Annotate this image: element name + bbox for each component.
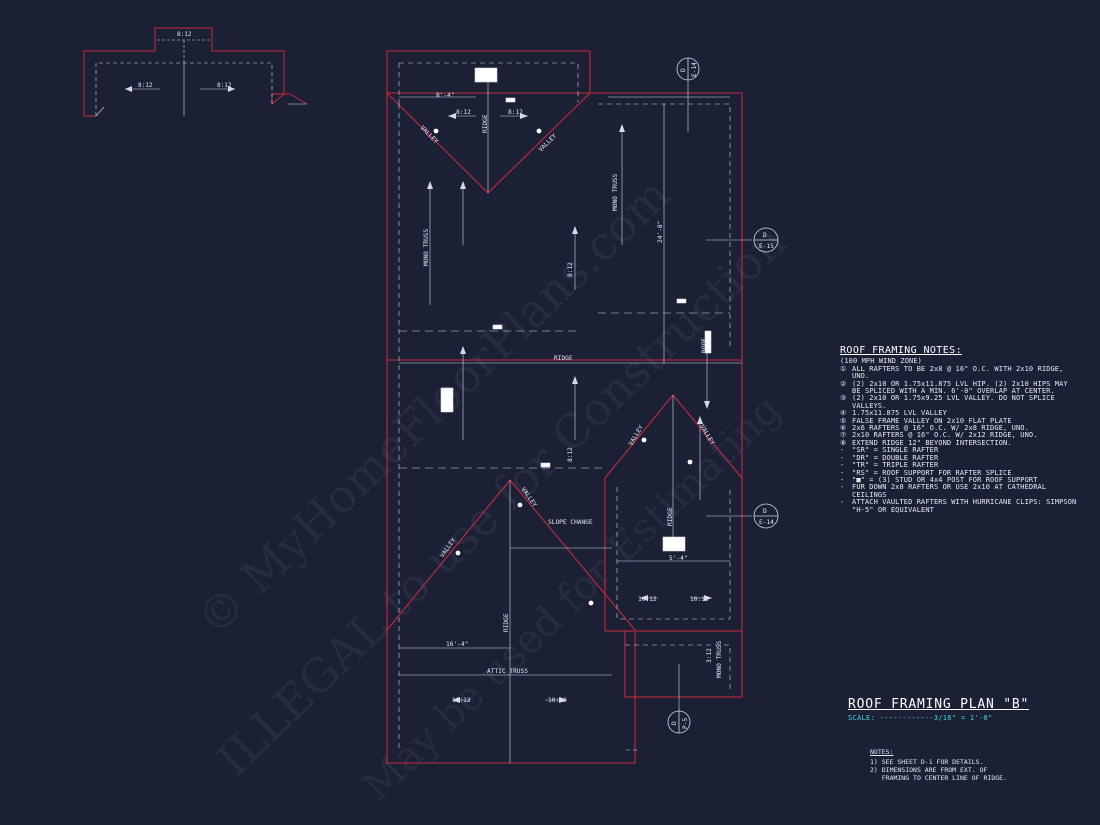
footnote-item: 2) DIMENSIONS ARE FROM EXT. OF — [870, 766, 988, 774]
svg-text:D: D — [763, 232, 767, 239]
detail-pitch-left: 8:12 — [138, 82, 153, 89]
framing-lines — [398, 62, 752, 763]
pitch-right-wing-left: 10:12 — [638, 596, 657, 603]
note-item: -"TR" = TRIPLE RAFTER — [840, 461, 939, 470]
svg-text:E-14: E-14 — [759, 519, 774, 526]
pitch-mono-lower: 3:12 — [706, 648, 713, 663]
attic-truss-label: ATTIC TRUSS — [487, 668, 528, 675]
note-item: ③(2) 2x10 OR 1.75x9.25 LVL VALLEY. DO NO… — [840, 394, 1055, 410]
footnote-item: FRAMING TO CENTER LINE OF RIDGE. — [870, 774, 1007, 782]
section-tag-1: D E-14 — [676, 57, 700, 81]
slope-change-label: SLOPE CHANGE — [548, 519, 593, 526]
dim-24-8: 24'-8" — [657, 221, 664, 243]
pitch-lower-right: 10:12 — [548, 697, 567, 704]
arrowheads — [125, 86, 712, 703]
title-block: ROOF FRAMING PLAN "B" SCALE: -----------… — [848, 697, 1029, 722]
ridge-upper: RIDGE — [482, 114, 489, 133]
mono-truss-left: MONO TRUSS — [423, 228, 430, 266]
valley-right-wing-right: VALLEY — [698, 424, 715, 447]
footnotes-title: NOTES: — [870, 748, 894, 756]
valley-upper-right: VALLEY — [537, 132, 558, 153]
roof-support-dots — [432, 127, 694, 607]
plan-labels: 8'-4" 8:12 8:12 RIDGE VALLEY VALLEY MONO… — [419, 92, 723, 704]
ridge-middle: RIDGE — [554, 355, 573, 362]
roof-framing-notes: ROOF FRAMING NOTES: (100 MPH WIND ZONE) … — [840, 345, 1080, 514]
footnotes: NOTES: 1) SEE SHEET D-1 FOR DETAILS. 2) … — [870, 748, 1007, 782]
pitch-lower-left: 10:12 — [452, 697, 471, 704]
plan-title: ROOF FRAMING PLAN "B" — [848, 697, 1030, 712]
svg-text:P-5: P-5 — [682, 718, 689, 729]
roof-label: ROOF — [701, 338, 708, 353]
detail-pitch-right: 8:12 — [217, 82, 232, 89]
roof-supports — [440, 67, 712, 552]
pitch-lower-mid: 8:12 — [567, 447, 574, 462]
note-item: -"SR" = SINGLE RAFTER — [840, 446, 939, 455]
dim-5-4: 5'-4" — [669, 555, 688, 562]
detail-elevation — [83, 27, 308, 117]
mono-truss-right: MONO TRUSS — [612, 173, 619, 211]
note-item: -"DR" = DOUBLE RAFTER — [840, 453, 939, 462]
svg-text:D: D — [671, 721, 678, 725]
svg-text:D: D — [680, 68, 687, 72]
note-item: -FUR DOWN 2x8 RAFTERS OR USE 2x10 AT CAT… — [840, 483, 1047, 499]
note-item: -"RS" = ROOF SUPPORT FOR RAFTER SPLICE — [840, 468, 1012, 477]
plan-scale: SCALE: ------------3/16" = 1'-0" — [848, 714, 993, 722]
section-tag-2: D E-15 — [753, 227, 779, 253]
roof-outline — [386, 50, 743, 764]
pitch-upper-left: 8:12 — [456, 109, 471, 116]
ridge-right-wing: RIDGE — [667, 507, 674, 526]
footnote-item: 1) SEE SHEET D-1 FOR DETAILS. — [870, 758, 984, 766]
mono-truss-lower: MONO TRUSS — [716, 640, 723, 678]
note-item: -"■" = (3) STUD OR 4x4 POST FOR ROOF SUP… — [840, 475, 1038, 484]
pitch-right-wing-right: 10:12 — [690, 596, 709, 603]
notes-subtitle: (100 MPH WIND ZONE) — [840, 357, 922, 366]
note-item: -ATTACH VAULTED RAFTERS WITH HURRICANE C… — [840, 498, 1077, 514]
valley-right-wing-left: VALLEY — [628, 424, 645, 447]
dim-8-4: 8'-4" — [436, 92, 455, 99]
section-tag-4: D P-5 — [667, 710, 691, 734]
note-item: ②(2) 2x10 OR 1.75x11.875 LVL HIP. (2) 2x… — [840, 379, 1068, 396]
pitch-mid: 8:12 — [567, 262, 574, 277]
svg-text:E-15: E-15 — [759, 243, 774, 250]
detail-pitch-top: 8:12 — [177, 31, 192, 38]
ridge-lower: RIDGE — [503, 613, 510, 632]
notes-title: ROOF FRAMING NOTES: — [840, 345, 962, 356]
svg-text:E-14: E-14 — [691, 62, 698, 77]
section-tags: D E-14 D E-15 D E-14 D P-5 — [667, 57, 779, 734]
dim-16-4: 16'-4" — [446, 641, 468, 648]
section-tag-3: D E-14 — [753, 503, 779, 529]
svg-text:D: D — [763, 508, 767, 515]
pitch-upper-right: 8:12 — [508, 109, 523, 116]
